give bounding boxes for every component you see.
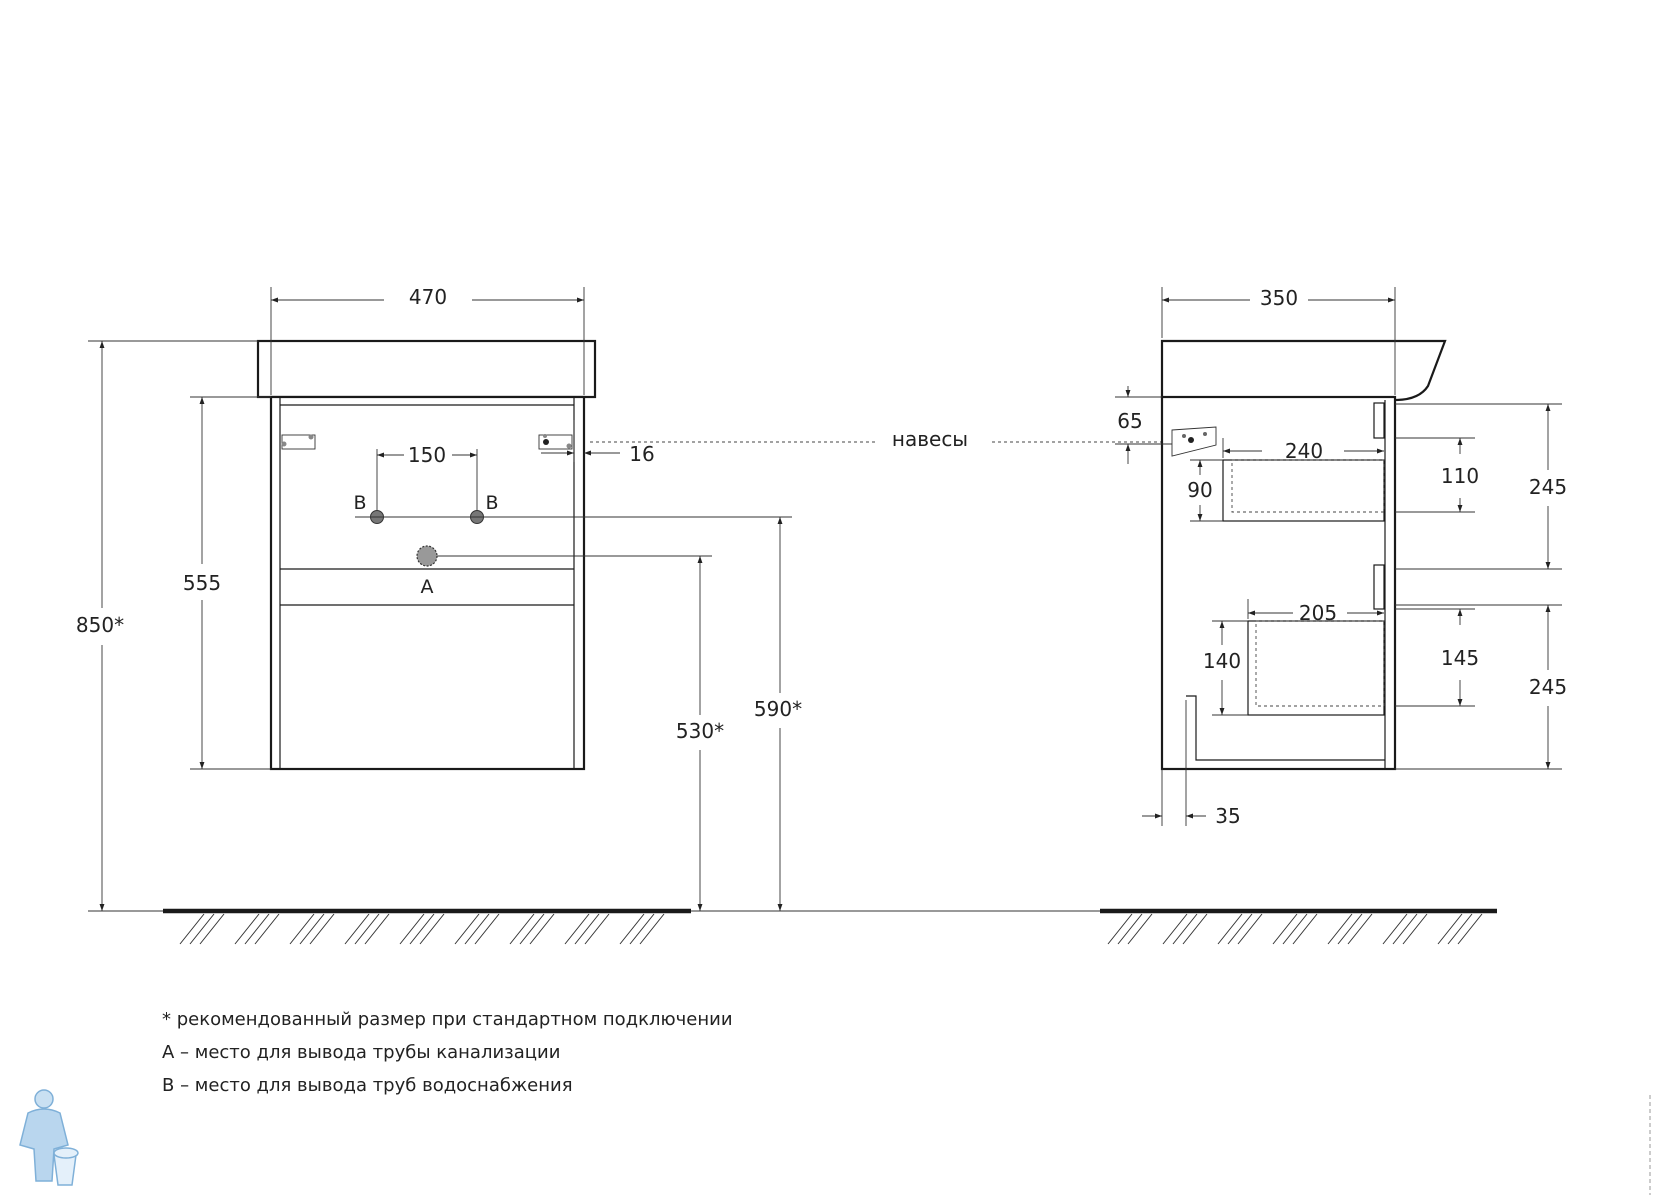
dim-side-depth: 350 — [1161, 286, 1396, 395]
dim-hanger-height: 65 — [1115, 386, 1172, 464]
dim-hanger-offset: 16 — [541, 420, 655, 466]
svg-text:16: 16 — [629, 442, 654, 466]
front-view: B B A 470 850* 555 — [76, 285, 1100, 945]
note-recommended: * рекомендованный размер при стандартном… — [162, 1009, 733, 1030]
svg-text:590*: 590* — [754, 697, 802, 721]
dim-water-height: 590* — [355, 516, 802, 911]
drain-label: A — [421, 576, 434, 598]
dim-water-spacing: 150 — [376, 443, 478, 510]
svg-text:470: 470 — [409, 285, 447, 309]
lower-drawer — [1247, 620, 1385, 716]
note-water: В – место для вывода труб водоснабжения — [162, 1075, 573, 1096]
note-drain: А – место для вывода трубы канализации — [162, 1042, 561, 1063]
svg-text:850*: 850* — [76, 613, 124, 637]
side-cabinet — [1160, 395, 1397, 771]
hangers-label: навесы — [892, 427, 968, 451]
svg-text:530*: 530* — [676, 719, 724, 743]
svg-text:140: 140 — [1203, 649, 1241, 673]
dim-upper-drawer-depth: 240 — [1222, 438, 1384, 463]
svg-text:150: 150 — [408, 443, 446, 467]
dim-plinth-offset: 35 — [1142, 700, 1241, 828]
svg-text:245: 245 — [1529, 475, 1567, 499]
dim-lower-section-height: 245 — [1395, 604, 1567, 770]
svg-text:240: 240 — [1285, 439, 1323, 463]
svg-text:205: 205 — [1299, 601, 1337, 625]
front-cabinet — [269, 395, 586, 771]
front-hanger-right — [538, 434, 573, 450]
dim-lower-drawer-depth: 205 — [1247, 599, 1384, 625]
dim-drain-height: 530* — [437, 555, 724, 911]
svg-text:145: 145 — [1441, 646, 1479, 670]
dim-lower-drawer-height-left: 140 — [1203, 620, 1248, 716]
svg-text:245: 245 — [1529, 675, 1567, 699]
side-view: 350 65 240 90 — [1100, 286, 1567, 945]
floor-hatch-side — [1107, 913, 1483, 945]
floor-hatch-front — [179, 913, 665, 945]
svg-text:65: 65 — [1117, 409, 1142, 433]
plumber-logo-icon — [19, 1089, 79, 1186]
front-hanger-left — [281, 434, 316, 450]
svg-text:90: 90 — [1187, 478, 1212, 502]
svg-text:35: 35 — [1215, 804, 1240, 828]
dim-upper-drawer-height-left: 90 — [1187, 459, 1223, 522]
dim-upper-section-height: 245 — [1395, 403, 1567, 570]
svg-text:350: 350 — [1260, 286, 1298, 310]
dim-upper-drawer-height-right: 110 — [1395, 437, 1479, 513]
water-label-left: B — [353, 492, 366, 514]
upper-drawer — [1222, 459, 1385, 522]
svg-text:555: 555 — [183, 571, 221, 595]
legend-notes: * рекомендованный размер при стандартном… — [162, 1003, 733, 1102]
drain-outlet — [416, 545, 438, 567]
dim-front-width: 470 — [270, 285, 585, 395]
side-hanger — [1171, 426, 1217, 457]
dim-total-height: 850* — [76, 340, 258, 911]
front-basin — [256, 339, 597, 399]
arrow-icon — [1649, 1095, 1651, 1195]
svg-text:110: 110 — [1441, 464, 1479, 488]
hangers-callout: навесы — [590, 427, 1185, 451]
dim-lower-drawer-height-right: 145 — [1395, 608, 1479, 707]
dim-cabinet-height: 555 — [183, 396, 271, 770]
water-label-right: B — [485, 492, 498, 514]
side-basin — [1160, 339, 1447, 402]
